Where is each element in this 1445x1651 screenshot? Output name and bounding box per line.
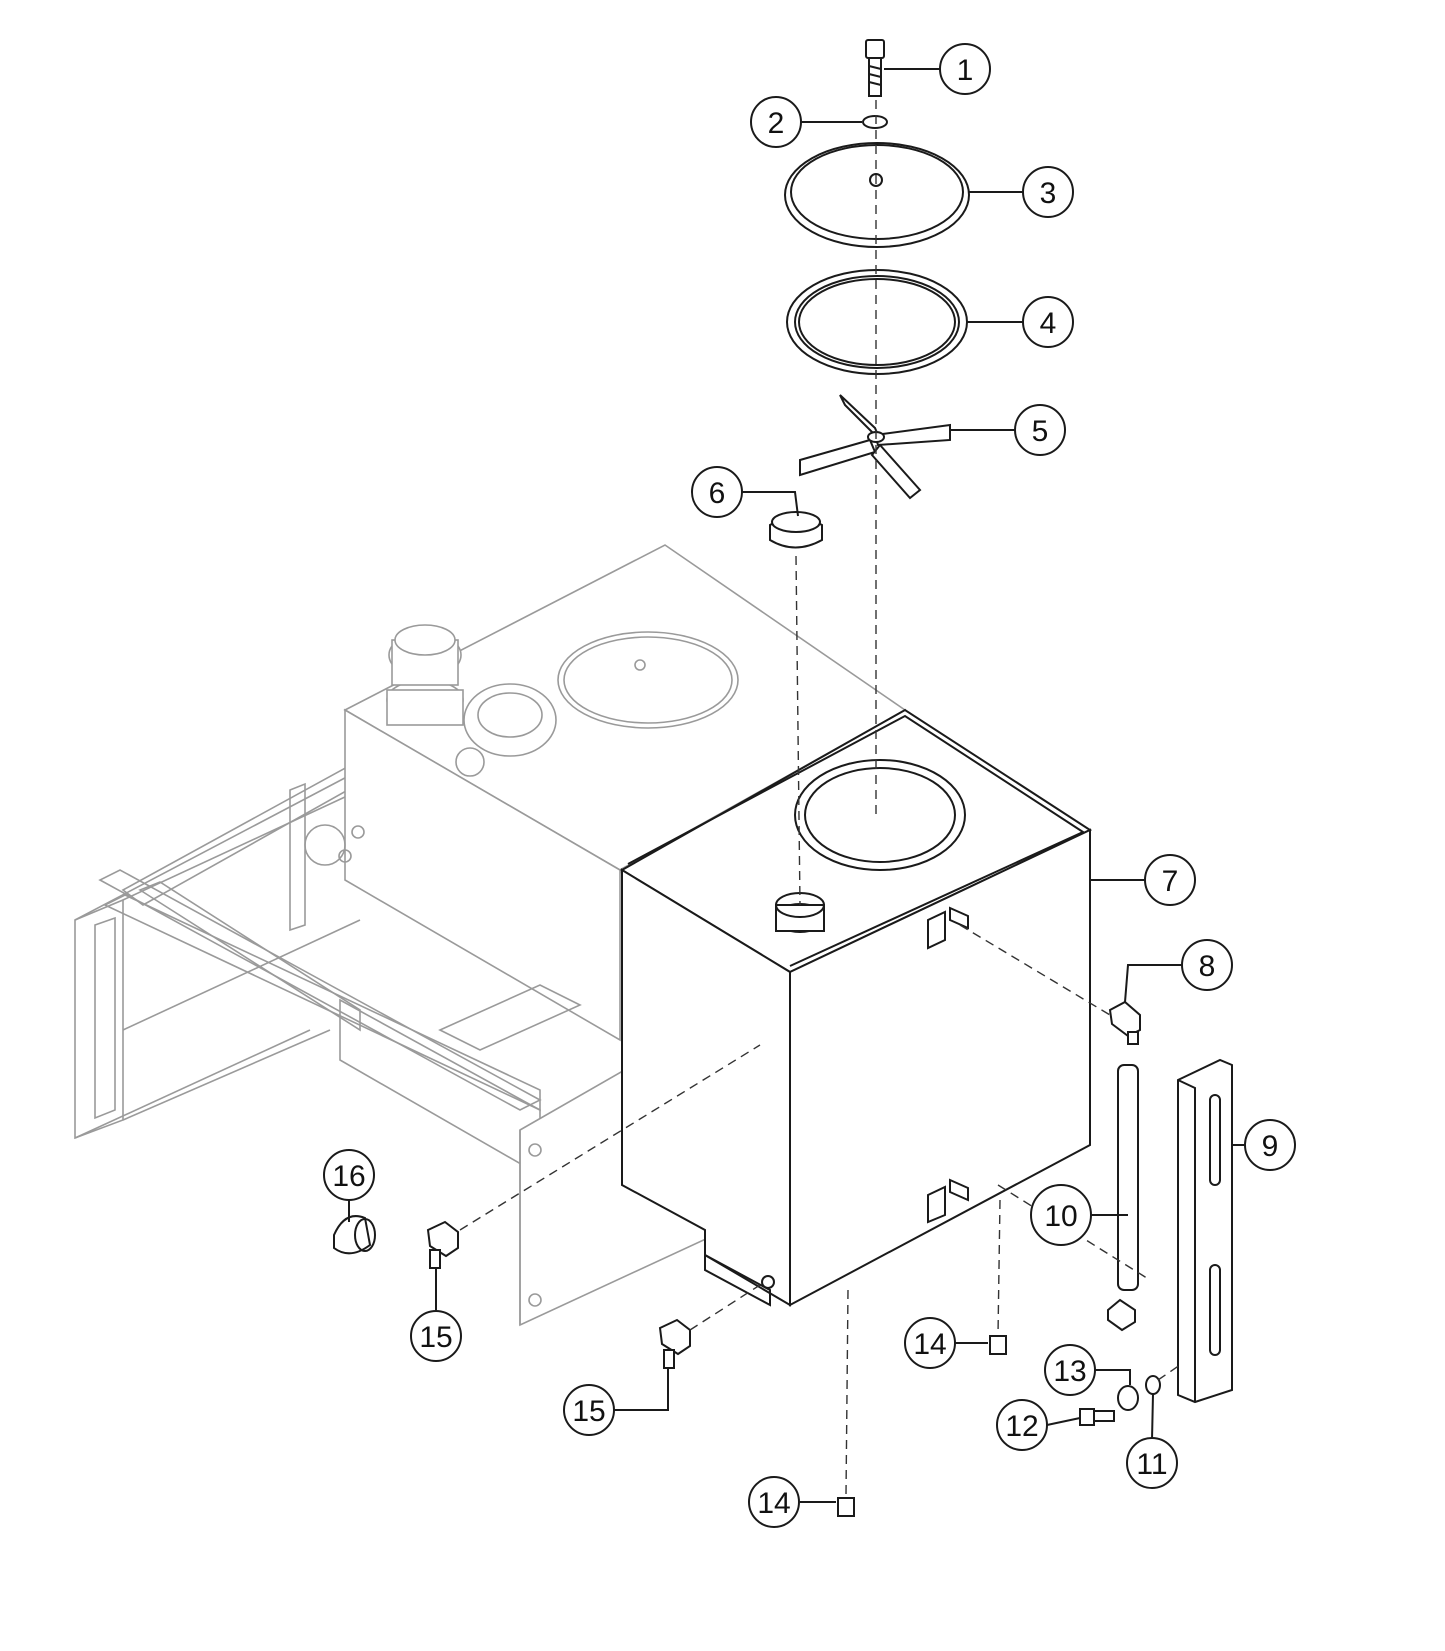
bracket-9 — [1177, 1058, 1233, 1404]
callout-14-lower: 14 — [748, 1476, 800, 1528]
elbow-15-left-stem — [429, 1249, 441, 1269]
svg-text:12: 12 — [1005, 1410, 1038, 1443]
elbow-16 — [333, 1215, 376, 1255]
callout-13: 13 — [1044, 1344, 1096, 1396]
callout-2: 2 — [750, 96, 802, 148]
callout-7: 7 — [1144, 854, 1196, 906]
svg-text:14: 14 — [757, 1487, 790, 1520]
svg-text:16: 16 — [332, 1160, 365, 1193]
plug-14-lower — [837, 1497, 855, 1517]
svg-text:10: 10 — [1044, 1200, 1077, 1233]
callout-4: 4 — [1022, 296, 1074, 348]
callout-8: 8 — [1181, 939, 1233, 991]
assembly-lines — [459, 100, 1181, 1496]
callout-1: 1 — [939, 43, 991, 95]
svg-text:15: 15 — [419, 1321, 452, 1354]
svg-text:11: 11 — [1136, 1448, 1167, 1481]
svg-text:2: 2 — [768, 107, 785, 140]
svg-text:9: 9 — [1262, 1130, 1279, 1163]
svg-text:15: 15 — [572, 1395, 605, 1428]
hardware-11-12-13 — [1079, 1375, 1161, 1426]
tube-10 — [1107, 1064, 1139, 1332]
svg-text:13: 13 — [1053, 1355, 1086, 1388]
callout-16: 16 — [323, 1149, 375, 1201]
elbow-8 — [1108, 1000, 1141, 1045]
callout-12: 12 — [996, 1399, 1048, 1451]
callout-15-left: 15 — [410, 1310, 462, 1362]
svg-text:5: 5 — [1032, 415, 1049, 448]
elbow-15-left — [426, 1220, 459, 1258]
plug-14-upper — [989, 1335, 1007, 1355]
elbow-15-right-stem — [663, 1349, 675, 1369]
callout-6: 6 — [691, 466, 743, 518]
callout-10: 10 — [1030, 1184, 1092, 1246]
callout-14-upper: 14 — [904, 1317, 956, 1369]
callout-5: 5 — [1014, 404, 1066, 456]
callout-3: 3 — [1022, 166, 1074, 218]
svg-text:6: 6 — [709, 477, 726, 510]
tank-7 — [620, 708, 1093, 1307]
bolt-1 — [865, 39, 885, 97]
svg-text:3: 3 — [1040, 177, 1057, 210]
callout-11: 11 — [1126, 1437, 1178, 1489]
washer-2 — [862, 115, 888, 129]
callout-9: 9 — [1244, 1119, 1296, 1171]
svg-text:7: 7 — [1162, 865, 1179, 898]
lid-3 — [784, 142, 970, 248]
svg-text:1: 1 — [957, 54, 974, 87]
gasket-4 — [786, 269, 968, 375]
svg-text:14: 14 — [913, 1328, 946, 1361]
leader-lines — [348, 68, 1245, 1503]
cap-6 — [769, 511, 823, 549]
callout-15-right: 15 — [563, 1384, 615, 1436]
elbow-15-right — [658, 1318, 691, 1356]
agitator-5 — [799, 394, 951, 500]
svg-text:4: 4 — [1040, 307, 1057, 340]
svg-text:8: 8 — [1199, 950, 1216, 983]
